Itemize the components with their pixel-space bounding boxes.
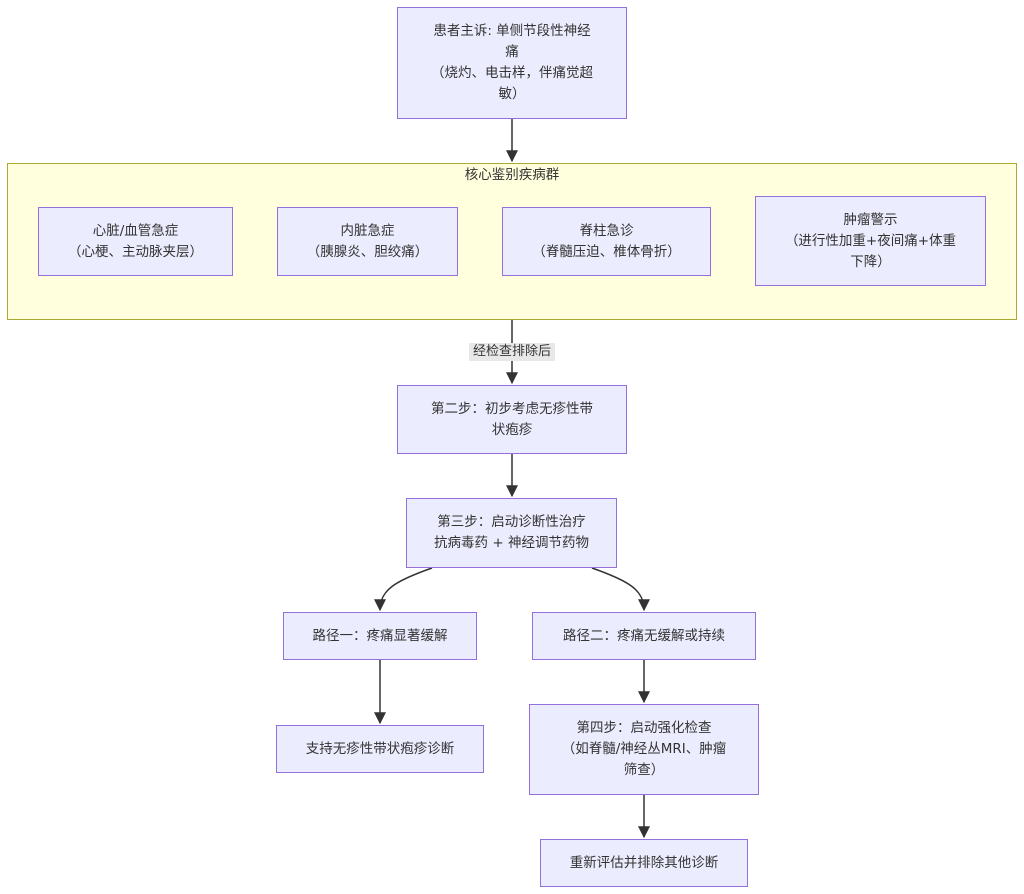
node-visceral-emergency: 内脏急症 （胰腺炎、胆绞痛）: [277, 207, 458, 276]
node-reevaluate: 重新评估并排除其他诊断: [540, 839, 748, 887]
node-reevaluate-text: 重新评估并排除其他诊断: [569, 854, 719, 871]
node-path1: 路径一：疼痛显著缓解: [283, 612, 477, 660]
node-cardiovascular-emergency: 心脏/血管急症 （心梗、主动脉夹层）: [38, 207, 233, 276]
node-step4: 第四步：启动强化检查 （如脊髓/神经丛MRI、肿瘤 筛查）: [529, 704, 759, 795]
node-path2: 路径二：疼痛无缓解或持续: [532, 612, 756, 660]
node-chief-complaint: 患者主诉: 单侧节段性神经 痛 （烧灼、电击样，伴痛觉超 敏）: [397, 7, 627, 119]
node-support-diagnosis: 支持无疹性带状疱疹诊断: [276, 725, 484, 773]
node-path2-text: 路径二：疼痛无缓解或持续: [563, 627, 725, 644]
node-step3: 第三步：启动诊断性治疗 抗病毒药 + 神经调节药物: [406, 498, 617, 568]
node-support-diagnosis-text: 支持无疹性带状疱疹诊断: [305, 740, 455, 757]
node-step3-text: 第三步：启动诊断性治疗 抗病毒药 + 神经调节药物: [434, 514, 589, 551]
node-tumor-warning: 肿瘤警示 （进行性加重+夜间痛+体重 下降）: [755, 196, 986, 286]
node-chief-complaint-text: 患者主诉: 单侧节段性神经 痛 （烧灼、电击样，伴痛觉超 敏）: [431, 23, 593, 102]
node-step2: 第二步：初步考虑无疹性带 状疱疹: [397, 385, 627, 454]
edge-label-after-exclusion: 经检查排除后: [469, 343, 555, 361]
edge-step3-to-path2: [591, 567, 650, 612]
node-cardiovascular-emergency-text: 心脏/血管急症 （心梗、主动脉夹层）: [68, 222, 203, 260]
node-visceral-emergency-text: 内脏急症 （胰腺炎、胆绞痛）: [306, 222, 429, 260]
node-spine-emergency: 脊柱急诊 （脊髓压迫、椎体骨折）: [502, 207, 711, 276]
node-tumor-warning-text: 肿瘤警示 （进行性加重+夜间痛+体重 下降）: [784, 211, 957, 270]
node-step2-text: 第二步：初步考虑无疹性带 状疱疹: [431, 400, 593, 438]
node-path1-text: 路径一：疼痛显著缓解: [312, 627, 448, 644]
node-step4-text: 第四步：启动强化检查 （如脊髓/神经丛MRI、肿瘤 筛查）: [561, 720, 727, 778]
cluster-title: 核心鉴别疾病群: [464, 167, 560, 183]
node-spine-emergency-text: 脊柱急诊 （脊髓压迫、椎体骨折）: [532, 222, 681, 260]
edge-step3-to-path1: [374, 567, 433, 612]
